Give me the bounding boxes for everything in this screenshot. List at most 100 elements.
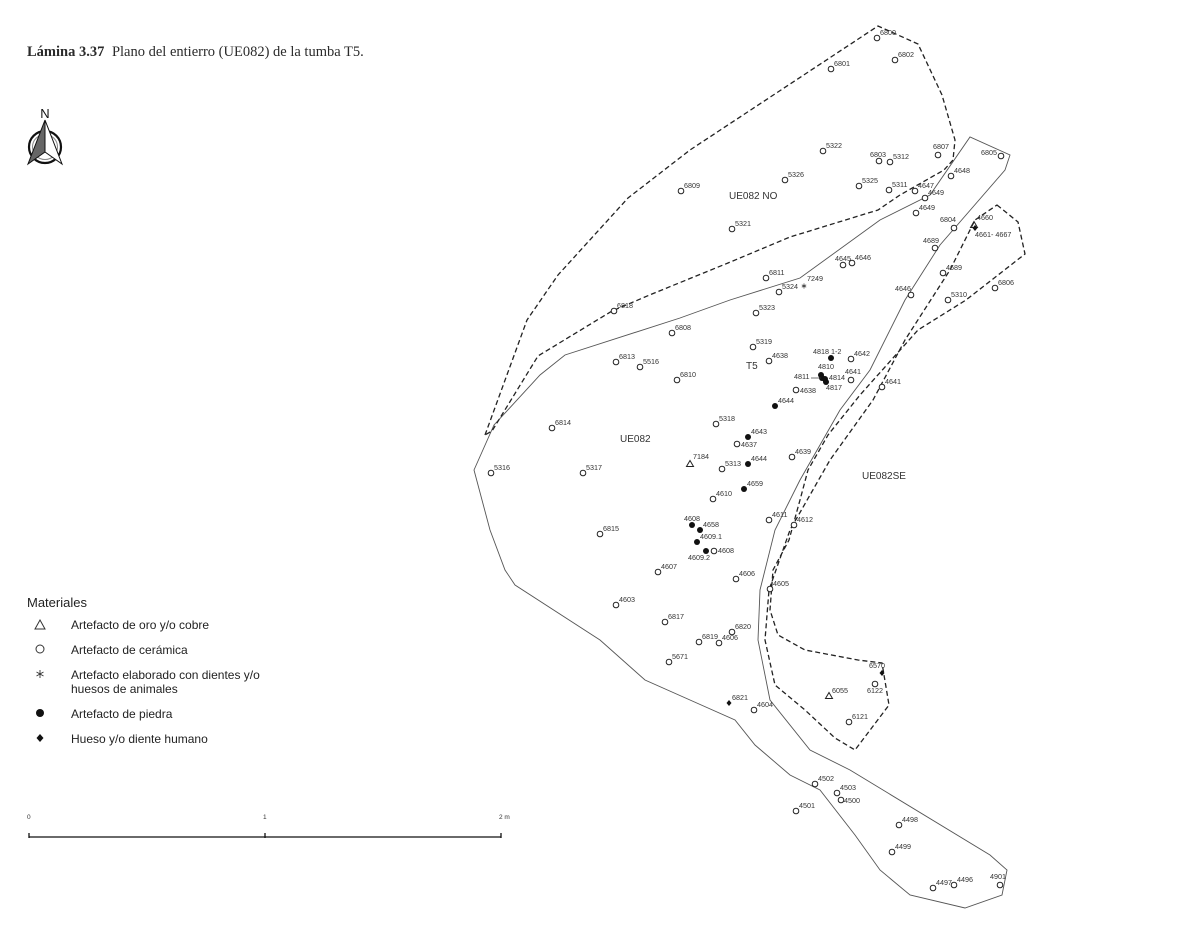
find-label: 4639 <box>795 447 811 456</box>
find-label: 4607 <box>661 562 677 571</box>
circle-open-icon <box>847 376 855 384</box>
circle-filled-icon <box>741 486 747 492</box>
circle-open-icon <box>790 521 798 529</box>
find-label: 5516 <box>643 357 659 366</box>
find-label: 6808 <box>675 323 691 332</box>
circle-open-icon <box>712 420 720 428</box>
find-stone: 4659 <box>741 479 763 492</box>
circle-filled-icon <box>36 709 44 717</box>
circle-open-icon <box>921 194 929 202</box>
find-ceramic: 6800 <box>873 28 896 42</box>
find-label: 4612 <box>797 515 813 524</box>
find-label: 5319 <box>756 337 772 346</box>
circle-filled-icon <box>772 403 778 409</box>
circle-open-icon <box>931 244 939 252</box>
find-animal: 7249 <box>801 274 823 289</box>
find-stone: 4608 <box>684 514 700 528</box>
find-ceramic: 5312 <box>886 152 909 166</box>
circle-open-icon <box>886 158 894 166</box>
find-ceramic: 4648 <box>947 166 970 180</box>
circle-open-icon <box>912 209 920 217</box>
find-label: 5311 <box>892 180 907 189</box>
find-ceramic: 4502 <box>811 774 834 788</box>
circle-open-icon <box>827 65 835 73</box>
find-label: 6810 <box>680 370 696 379</box>
circle-open-icon <box>579 469 587 477</box>
find-ceramic: 6808 <box>668 323 691 337</box>
legend-item-human: Hueso y/o diente humano <box>27 732 327 746</box>
find-label: 5326 <box>788 170 804 179</box>
find-ceramic: 4611 <box>765 510 787 524</box>
find-ceramic: 6814 <box>548 418 571 432</box>
find-stone: 4644 <box>745 454 767 467</box>
north-arrow: N <box>22 104 68 168</box>
find-ceramic: 5516 <box>636 357 659 371</box>
find-label: 6122 <box>867 686 883 695</box>
diamond-filled-icon <box>726 700 732 706</box>
diamond-filled-icon <box>879 670 885 676</box>
circle-open-icon <box>677 187 685 195</box>
legend-title: Materiales <box>27 595 87 610</box>
find-stone: 4818 1-2 <box>813 347 841 361</box>
circle-open-icon <box>819 147 827 155</box>
circle-open-icon <box>878 383 886 391</box>
caption-text: Plano del entierro (UE082) de la tumba T… <box>111 44 364 60</box>
find-label: 4811 <box>794 372 809 381</box>
find-ceramic: 6818 <box>610 301 633 315</box>
find-ceramic: 4608 <box>710 546 734 555</box>
find-label: 6800 <box>880 28 896 37</box>
circle-open-icon <box>775 288 783 296</box>
circle-open-icon <box>839 261 847 269</box>
find-ceramic: 4689 <box>939 263 962 277</box>
find-label: 4646 <box>855 253 871 262</box>
find-ceramic: 6121 <box>845 712 868 726</box>
find-label: 4606 <box>722 633 738 642</box>
circle-open-icon <box>728 628 736 636</box>
find-ceramic: 4647 <box>911 181 934 195</box>
circle-open-icon <box>991 284 999 292</box>
find-label: 4500 <box>844 796 860 805</box>
find-label: 6121 <box>852 712 868 721</box>
diamond-filled-icon <box>972 225 978 231</box>
circle-open-icon <box>837 796 845 804</box>
find-label: 4638 <box>772 351 788 360</box>
find-label: 6805 <box>981 148 997 157</box>
legend-label: Artefacto de piedra <box>71 707 173 721</box>
north-label: N <box>40 106 49 121</box>
scale-tick-0: 0 <box>27 814 31 821</box>
circle-open-icon <box>792 386 800 394</box>
zone-label: T5 <box>746 361 758 372</box>
circle-open-icon <box>732 575 740 583</box>
circle-filled-icon <box>823 379 829 385</box>
circle-open-icon <box>668 329 676 337</box>
circle-open-icon <box>733 440 741 448</box>
find-label: 4643 <box>751 427 767 436</box>
find-label: 6806 <box>998 278 1014 287</box>
circle-open-icon <box>661 618 669 626</box>
find-ceramic: 5311 <box>885 180 907 194</box>
find-label: 4609.2 <box>688 553 710 562</box>
find-label: 4498 <box>902 815 918 824</box>
circle-open-icon <box>907 291 915 299</box>
find-ceramic: 6805 <box>981 148 1005 160</box>
triangle-open-icon <box>34 618 46 630</box>
circle-open-icon <box>885 186 893 194</box>
find-ceramic: 4638 <box>792 386 816 395</box>
find-label: 7249 <box>807 274 823 283</box>
circle-open-icon <box>895 821 903 829</box>
find-label: 4658 <box>703 520 719 529</box>
find-stone: 4644 <box>772 396 794 409</box>
find-ceramic: 4499 <box>888 842 911 856</box>
legend-item-stone: Artefacto de piedra <box>27 707 327 721</box>
find-ceramic: 5317 <box>579 463 602 477</box>
find-label: 6570 <box>869 661 885 670</box>
triangle-open-icon <box>824 691 834 699</box>
find-stone: 4817 <box>823 379 842 392</box>
find-label: 4814 <box>829 373 845 382</box>
find-ceramic: 5326 <box>781 170 804 184</box>
circle-open-icon <box>911 187 919 195</box>
find-human: 4661- 4667 <box>972 225 1011 239</box>
zone-outline-ue082 <box>473 136 1011 909</box>
find-ceramic: 4610 <box>709 489 732 503</box>
find-label: 5322 <box>826 141 842 150</box>
